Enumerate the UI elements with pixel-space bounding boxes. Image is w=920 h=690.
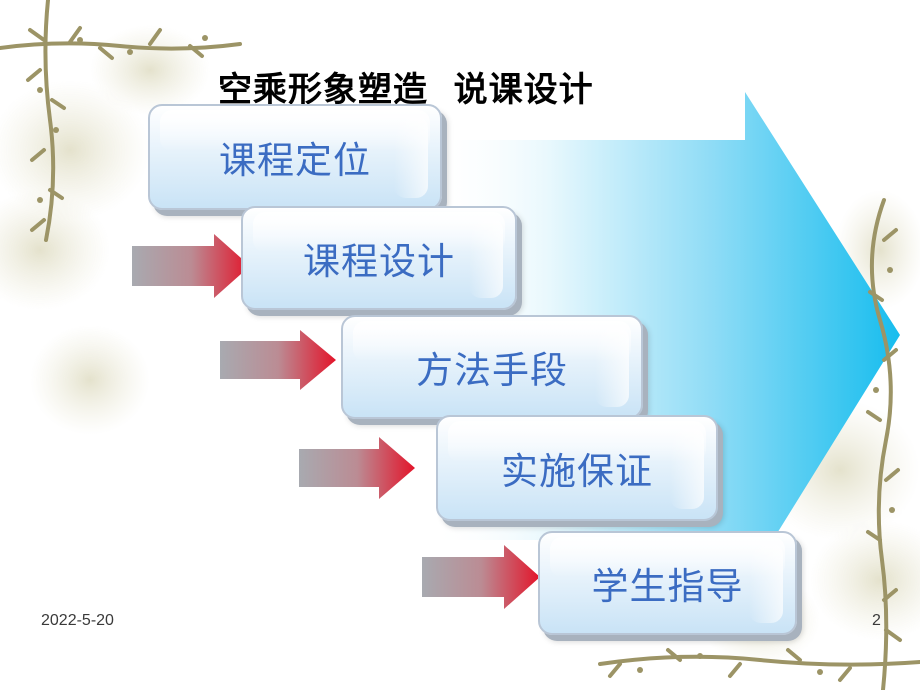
step-label: 学生指导 xyxy=(591,565,744,608)
step-box-course-design[interactable]: 课程设计 xyxy=(241,206,517,310)
step-box-implementation[interactable]: 实施保证 xyxy=(436,415,718,521)
step-box-course-positioning[interactable]: 课程定位 xyxy=(148,104,442,210)
vine-border-top-left xyxy=(0,0,242,242)
step-arrow-2 xyxy=(220,330,336,390)
slide-title: 空乘形象塑造 说课设计 xyxy=(218,70,594,110)
page-number: 2 xyxy=(872,612,881,629)
step-arrow-1 xyxy=(132,234,250,298)
step-label: 课程定位 xyxy=(219,139,371,182)
step-box-student-guidance[interactable]: 学生指导 xyxy=(538,531,797,635)
step-label: 实施保证 xyxy=(501,450,653,493)
footer-date: 2022-5-20 xyxy=(41,612,114,629)
step-label: 课程设计 xyxy=(303,240,455,283)
step-label: 方法手段 xyxy=(416,349,568,392)
step-arrow-4 xyxy=(422,545,540,609)
vine-border-bottom-right xyxy=(598,198,920,690)
step-box-methods[interactable]: 方法手段 xyxy=(341,315,643,419)
step-arrow-3 xyxy=(299,437,415,499)
